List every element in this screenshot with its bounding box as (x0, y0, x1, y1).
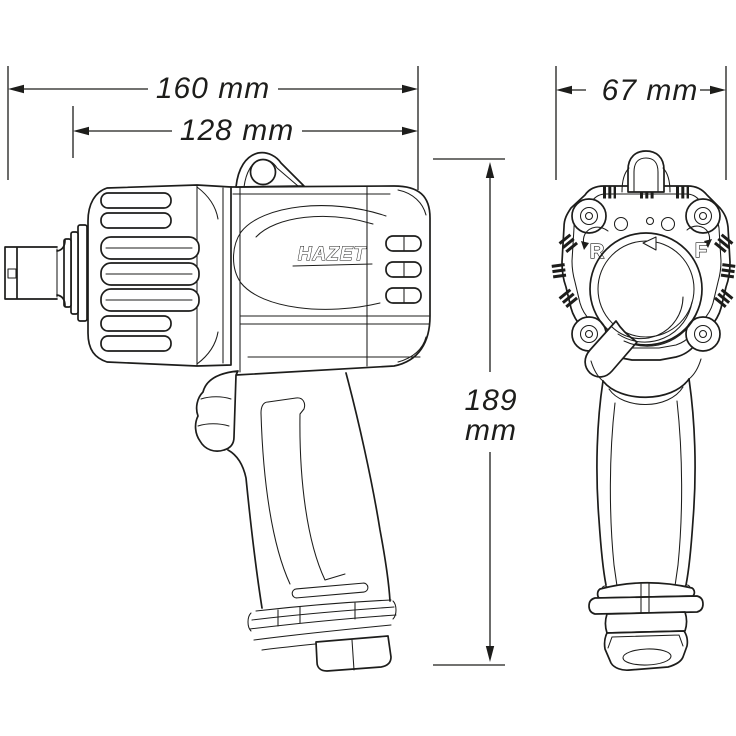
reverse-arrowhead-icon (581, 241, 589, 250)
hammer-case-ribs (100, 192, 200, 352)
dimension-housing-length: 128 mm (72, 106, 418, 158)
corner-screw (685, 198, 721, 234)
arrowhead-up-icon (485, 162, 495, 178)
dimension-label-housing-length: 128 mm (180, 114, 294, 147)
direction-selector-knob (584, 232, 703, 378)
arrowhead-left-icon (556, 85, 572, 95)
pistol-grip (227, 372, 391, 609)
side-view: HAZET (4, 151, 431, 672)
forward-arrow-icon (686, 225, 711, 243)
extension-lines (7, 66, 419, 190)
corner-screw (571, 198, 607, 234)
dimension-overall-length: 160 mm (7, 66, 419, 190)
reverse-arrow-icon (582, 226, 609, 245)
rear-view: R F (551, 150, 736, 672)
reverse-direction-marking: R (581, 226, 609, 264)
corner-screw (685, 316, 721, 352)
edge-rib-blocks (551, 183, 736, 309)
hazet-logo: HAZET (298, 244, 367, 265)
arrowhead-right-icon (402, 126, 418, 136)
forward-direction-marking: F (686, 225, 712, 263)
grip-inner-contours (260, 397, 369, 599)
air-inlet-fitting-rear (603, 630, 689, 672)
knob-arcs (611, 296, 700, 347)
arrowhead-down-icon (485, 646, 495, 662)
grip-base-flare (247, 599, 397, 651)
extension-lines (433, 158, 505, 666)
eyelet-hole (249, 158, 277, 186)
grip-collar (588, 582, 704, 634)
suspension-eyelet-rear (621, 150, 671, 193)
dimension-label-head-width: 67 mm (602, 74, 699, 107)
dimension-height: 189 mm (433, 158, 517, 666)
arrowhead-right-icon (402, 84, 418, 94)
housing-contour-lines (239, 315, 431, 358)
dimension-label-height-value: 189 (464, 384, 517, 417)
corner-screws (571, 198, 721, 352)
arrowhead-left-icon (73, 126, 89, 136)
logo-swoosh (232, 205, 387, 310)
hazet-logo-underline (292, 263, 373, 267)
dimension-head-width: 67 mm (555, 66, 727, 180)
rear-grip (590, 358, 702, 593)
reverse-direction-label: R (590, 241, 605, 263)
square-drive-anvil (4, 239, 66, 307)
air-inlet-fitting-side (315, 635, 392, 672)
drive-collar (63, 224, 88, 322)
motor-housing (230, 185, 431, 376)
housing-seam-lines (239, 185, 368, 373)
arrowhead-left-icon (8, 84, 24, 94)
dimension-label-height-unit: mm (465, 414, 517, 447)
pointer-triangle-icon (642, 236, 657, 251)
forward-direction-label: F (695, 240, 707, 262)
forward-arrowhead-icon (704, 239, 712, 248)
dimension-label-overall-length: 160 mm (156, 72, 270, 105)
arrowhead-right-icon (710, 85, 726, 95)
rear-cap-vents (385, 235, 422, 304)
indicator-dots (613, 216, 676, 232)
extension-lines (555, 66, 727, 180)
suspension-eyelet-side (235, 151, 305, 188)
trigger (194, 370, 239, 452)
